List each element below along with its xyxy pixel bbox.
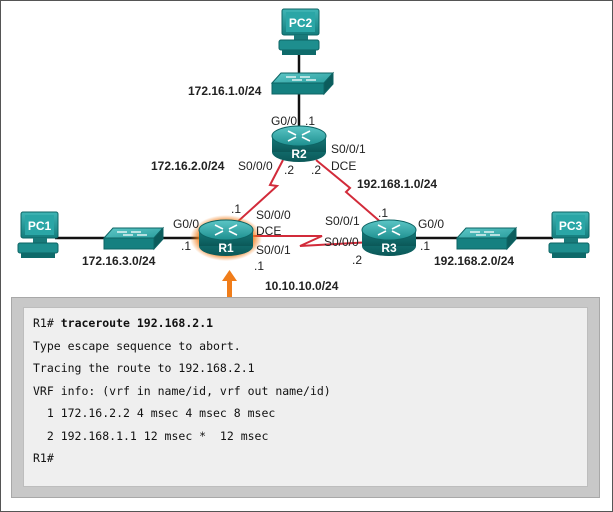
serial-r2-r1 [233,159,284,226]
orange-arrow-icon [222,270,237,299]
terminal-line: 1 172.16.2.2 4 msec 4 msec 8 msec [33,406,276,420]
r3-g00-ip: .1 [420,239,430,253]
serial-r1-r3 [248,235,373,247]
terminal-command: traceroute 192.168.2.1 [60,316,214,330]
pc1-computer-icon[interactable]: PC1 [17,211,59,258]
terminal-final-prompt: R1# [33,451,54,465]
network-label-10-10-10: 10.10.10.0/24 [265,279,339,293]
r1-s001-ip: .1 [254,259,264,273]
pc2-computer-icon[interactable]: PC2 [278,8,320,55]
r3-g00-label: G0/0 [418,217,444,231]
r2-g00-ip: .1 [305,114,315,128]
r2-label: R2 [291,147,307,161]
pc3-label: PC3 [559,219,583,233]
terminal-line: Type escape sequence to abort. [33,338,241,353]
r3-label: R3 [381,241,397,255]
r1-g00-ip: .1 [181,239,191,253]
r2-s001-ip: .2 [311,163,321,177]
terminal-prompt: R1# [33,316,54,330]
r3-router-icon[interactable]: R3 [361,219,417,256]
r3-s001-ip: .1 [378,206,388,220]
r3-s000-ip: .2 [352,253,362,267]
terminal-output[interactable]: R1# traceroute 192.168.2.1 Type escape s… [23,307,588,487]
r1-label: R1 [218,241,234,255]
r2-s000-ip: .2 [284,163,294,177]
switch2-icon[interactable] [270,71,335,96]
r1-g00-label: G0/0 [173,217,199,231]
r2-s000-label: S0/0/0 [238,159,273,173]
r1-s000-label: S0/0/0 [256,208,291,222]
network-label-172-16-2: 172.16.2.0/24 [151,159,225,173]
switch1-icon[interactable] [102,226,165,251]
serial-links [233,159,384,247]
terminal-line: VRF info: (vrf in name/id, vrf out name/… [33,383,331,398]
r2-s001-label: S0/0/1 [331,142,366,156]
network-label-192-168-2: 192.168.2.0/24 [434,254,514,268]
r2-g00-label: G0/0 [271,114,297,128]
serial-r2-r3 [315,159,384,225]
r2-router-icon[interactable]: R2 [271,125,327,162]
r3-s001-label: S0/0/1 [325,214,360,228]
r1-router-icon[interactable]: R1 [190,215,262,261]
terminal-line: 2 192.168.1.1 12 msec * 12 msec [33,428,269,443]
network-label-172-16-1: 172.16.1.0/24 [188,84,262,98]
pc1-label: PC1 [28,219,52,233]
r1-s001-label: S0/0/1 [256,243,291,257]
r1-dce-label: DCE [256,224,281,238]
switch3-icon[interactable] [455,226,518,251]
terminal-command-line: R1# traceroute 192.168.2.1 [33,312,578,335]
r1-s000-ip: .1 [231,202,241,216]
r3-s000-label: S0/0/0 [324,235,359,249]
network-label-192-168-1: 192.168.1.0/24 [357,177,437,191]
pc3-computer-icon[interactable]: PC3 [548,211,590,258]
terminal-line: Tracing the route to 192.168.2.1 [33,361,255,375]
network-label-172-16-3: 172.16.3.0/24 [82,254,156,268]
pc2-label: PC2 [289,16,313,30]
r2-dce-label: DCE [331,159,356,173]
